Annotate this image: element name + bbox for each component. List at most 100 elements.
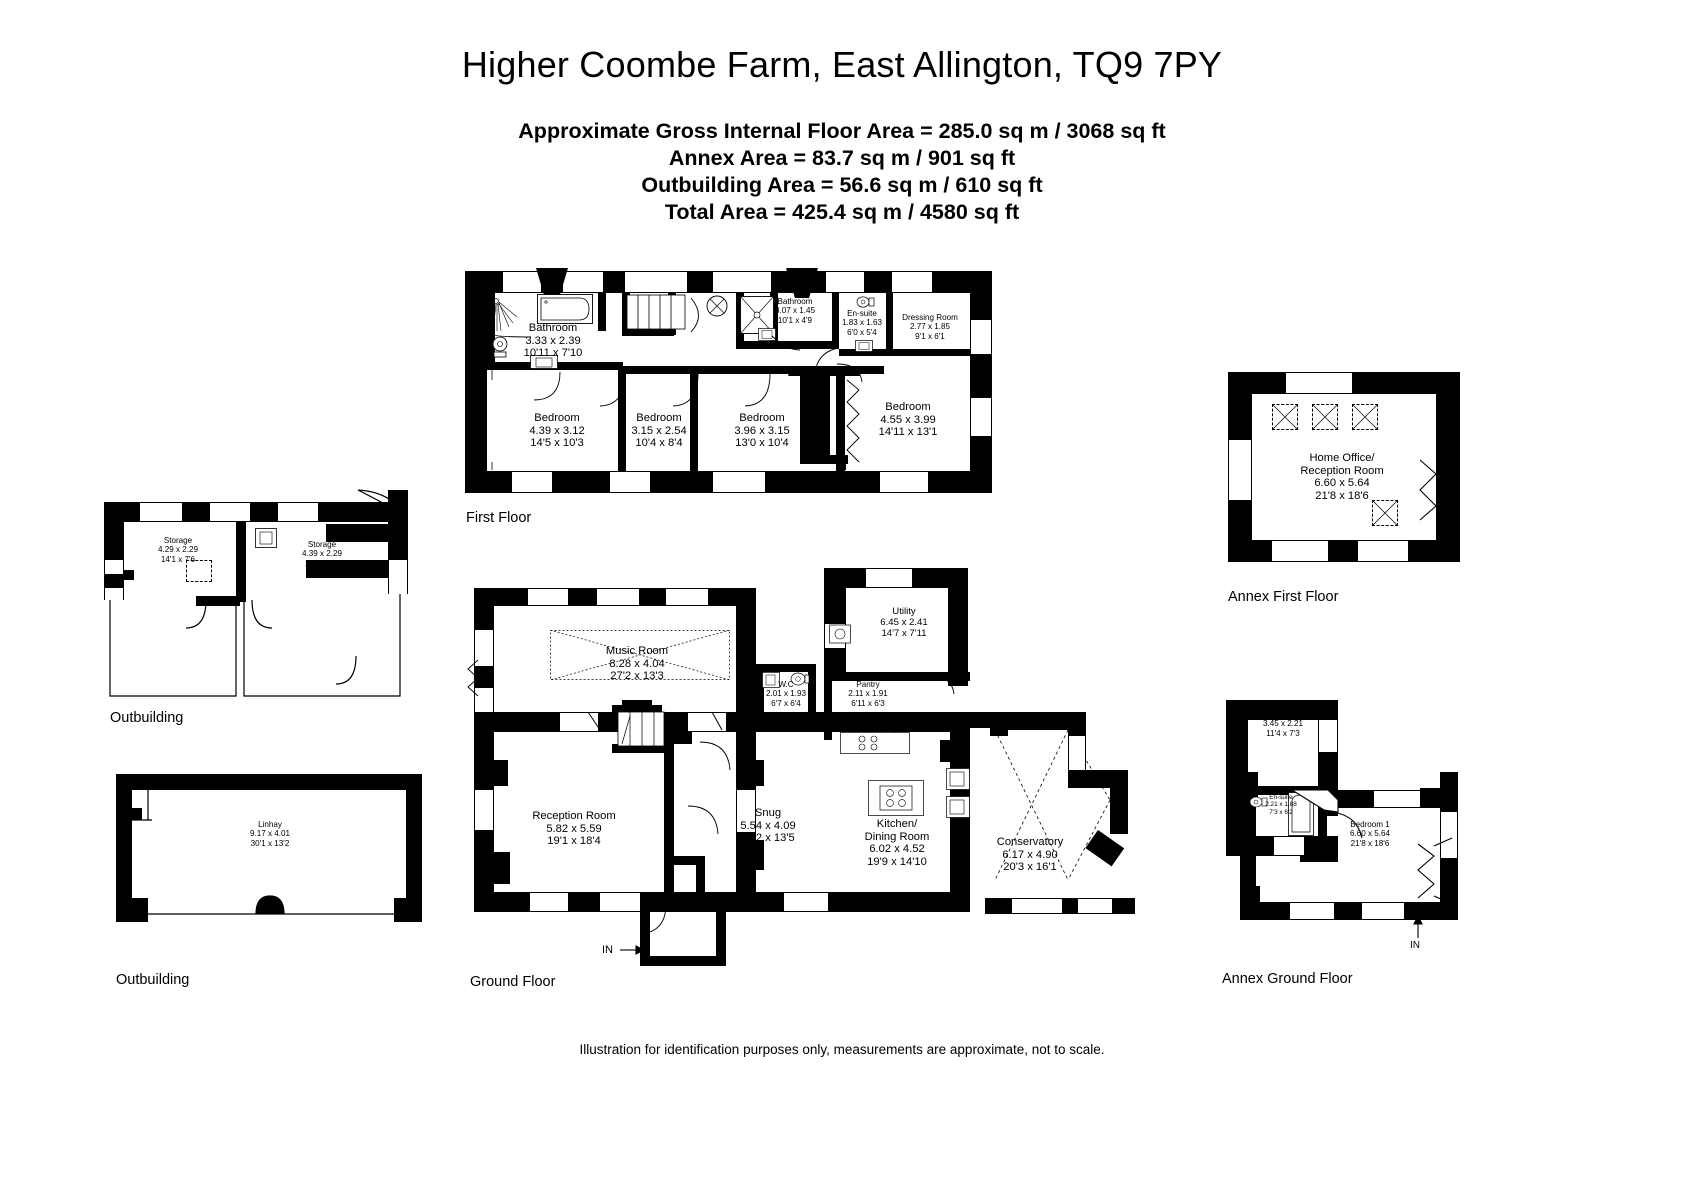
wall xyxy=(1240,902,1456,920)
wall xyxy=(808,664,816,722)
window xyxy=(1286,372,1352,394)
wall xyxy=(948,568,968,686)
caption-outbuilding-bottom: Outbuilding xyxy=(116,972,190,988)
wall xyxy=(824,646,846,680)
window xyxy=(1012,898,1062,914)
caption-outbuilding-top: Outbuilding xyxy=(110,710,184,726)
room-label-bathroom-2: Bathroom 3.07 x 1.45 10'1 x 4'9 xyxy=(774,297,816,325)
chimney xyxy=(736,760,764,786)
wall xyxy=(1436,372,1460,562)
caption-annex-ground: Annex Ground Floor xyxy=(1222,971,1353,987)
room-label-bedroom-b: Bedroom 3.15 x 2.54 10'4 x 8'4 xyxy=(631,412,687,450)
window xyxy=(826,271,864,293)
toilet-icon xyxy=(1248,796,1270,808)
wall xyxy=(406,774,422,914)
window xyxy=(474,630,494,666)
window xyxy=(1440,812,1458,858)
wall xyxy=(990,712,1072,730)
window xyxy=(1272,540,1328,562)
window xyxy=(104,560,124,600)
chimney xyxy=(474,760,508,786)
disclaimer-text: Illustration for identification purposes… xyxy=(579,1042,1105,1057)
wall xyxy=(664,856,704,865)
hatch-area xyxy=(1312,404,1338,430)
area-line-total: Total Area = 425.4 sq m / 4580 sq ft xyxy=(664,200,1020,224)
window xyxy=(474,790,494,830)
wall xyxy=(698,366,798,374)
wall xyxy=(839,349,893,356)
wall xyxy=(736,293,744,349)
wall xyxy=(640,912,650,964)
chimney xyxy=(474,852,510,884)
window xyxy=(600,892,640,912)
room-label-bathroom-1: Bathroom 3.33 x 2.39 10'11 x 7'10 xyxy=(523,322,583,360)
sink-icon xyxy=(758,328,776,341)
window xyxy=(1274,836,1304,856)
window xyxy=(278,502,318,522)
wall xyxy=(622,328,674,336)
sink-icon xyxy=(762,672,780,688)
area-summary: Approximate Gross Internal Floor Area = … xyxy=(0,118,1684,226)
wall xyxy=(832,293,839,349)
chimney xyxy=(786,268,818,298)
wall xyxy=(618,366,626,471)
wall xyxy=(770,293,778,349)
wall xyxy=(860,366,884,374)
wall xyxy=(664,738,674,912)
room-label-pantry: Pantry 2.11 x 1.91 6'11 x 6'3 xyxy=(848,680,888,708)
room-label-kitchen-dining: Kitchen/ Dining Room 6.02 x 4.52 19'9 x … xyxy=(864,818,930,868)
wall xyxy=(612,744,674,753)
window xyxy=(625,271,687,293)
caption-ground-floor: Ground Floor xyxy=(470,974,556,990)
wall xyxy=(756,664,764,722)
page-title: Higher Coombe Farm, East Allington, TQ9 … xyxy=(461,44,1223,85)
wall xyxy=(1085,830,1125,867)
wall xyxy=(824,680,832,740)
wall xyxy=(990,712,1008,736)
window xyxy=(528,588,568,606)
wall xyxy=(1228,540,1460,562)
room-label-ensuite: En-suite 1.83 x 1.63 6'0 x 5'4 xyxy=(841,309,883,337)
hatch-area xyxy=(1352,404,1378,430)
wall xyxy=(736,892,970,912)
window xyxy=(713,471,765,493)
room-label-utility: Utility 6.45 x 2.41 14'7 x 7'11 xyxy=(880,606,928,639)
window xyxy=(512,471,552,493)
wall xyxy=(1254,786,1326,795)
room-label-storage-1: Storage 4.29 x 2.29 14'1 x 7'6 xyxy=(157,536,199,564)
area-line-outbuilding: Outbuilding Area = 56.6 sq m / 610 sq ft xyxy=(641,173,1043,197)
window xyxy=(1078,898,1112,914)
wall xyxy=(1420,788,1446,808)
window xyxy=(866,568,912,588)
wall xyxy=(696,856,705,912)
window xyxy=(388,560,408,594)
caption-first-floor: First Floor xyxy=(466,510,532,526)
room-label-storage-2: Storage 4.39 x 2.29 14'5 x 7'6 xyxy=(301,540,343,568)
wall xyxy=(1240,772,1258,798)
window xyxy=(1374,790,1420,808)
hob-icon xyxy=(840,732,910,754)
toilet-icon xyxy=(490,335,510,359)
wall xyxy=(886,349,970,356)
room-label-wc: W.C 2.01 x 1.93 6'7 x 6'4 xyxy=(765,680,807,708)
hatch-area xyxy=(1372,500,1398,526)
window xyxy=(563,271,603,293)
sink-icon xyxy=(855,340,873,352)
wall xyxy=(756,712,970,732)
roof-lines xyxy=(550,630,730,680)
wall xyxy=(394,898,422,922)
window xyxy=(880,471,928,493)
room-label-conservatory: Conservatory 6.17 x 4.90 20'3 x 16'1 xyxy=(996,836,1064,874)
window xyxy=(1068,736,1086,770)
sink-icon xyxy=(946,768,970,790)
entrance-label-annex: IN xyxy=(1410,940,1420,951)
room-label-reception-room: Reception Room 5.82 x 5.59 19'1 x 18'4 xyxy=(532,810,616,848)
room-label-music-room: Music Room 8.28 x 4.04 27'2 x 13'3 xyxy=(605,645,669,683)
appliance-icon xyxy=(829,622,851,646)
window xyxy=(1318,720,1338,752)
wall xyxy=(716,912,726,964)
wall xyxy=(970,712,994,728)
toilet-icon xyxy=(790,672,810,686)
wall xyxy=(116,808,142,820)
window xyxy=(892,271,932,293)
